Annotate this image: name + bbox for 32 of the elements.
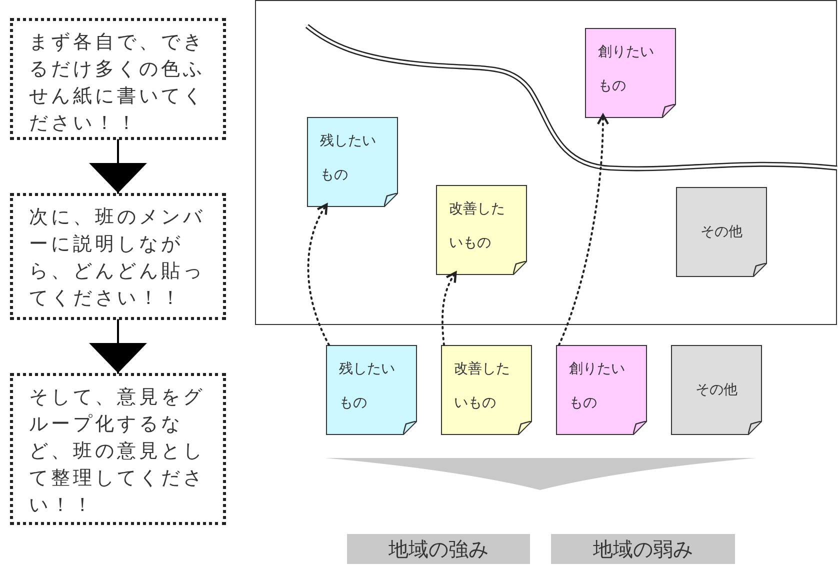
note-text: 創りたいもの <box>569 360 626 413</box>
result-band <box>551 534 735 564</box>
note-text: 創りたいもの <box>598 43 655 96</box>
sticky-note <box>326 345 417 435</box>
note-text: 改善したいもの <box>449 200 506 253</box>
sticky-note <box>436 185 527 275</box>
instruction-text: まず各自で、できるだけ多くの色ふせん紙に書いてください！！ <box>29 30 206 136</box>
instruction-box <box>10 193 226 320</box>
dotted-arrow <box>307 203 330 346</box>
result-text: 地域の強み <box>388 537 488 561</box>
sticky-note <box>671 345 762 435</box>
note-text: その他 <box>696 381 738 400</box>
instruction-text: 次に、班のメンバーに説明しながら、どんどん貼ってください！！ <box>29 205 206 311</box>
sticky-note <box>441 345 532 435</box>
dotted-arrow <box>441 271 457 346</box>
sticky-note <box>676 187 767 277</box>
note-text: 改善したいもの <box>454 360 511 413</box>
instruction-box <box>10 18 226 140</box>
sticky-note <box>556 345 647 435</box>
note-text: その他 <box>700 223 742 242</box>
step-arrow <box>89 139 147 194</box>
result-band <box>347 534 530 564</box>
result-text: 地域の弱み <box>593 537 693 561</box>
instruction-box <box>10 373 226 525</box>
note-text: 残したいもの <box>339 360 396 413</box>
map-frame <box>255 0 837 325</box>
dotted-arrow <box>558 114 609 346</box>
step-arrow <box>89 319 147 374</box>
sticky-note <box>307 117 398 207</box>
instruction-text: そして、意見をグループ化するなど、班の意見として整理してください！！ <box>29 385 206 518</box>
note-text: 残したいもの <box>320 132 377 185</box>
sticky-note <box>585 28 676 118</box>
